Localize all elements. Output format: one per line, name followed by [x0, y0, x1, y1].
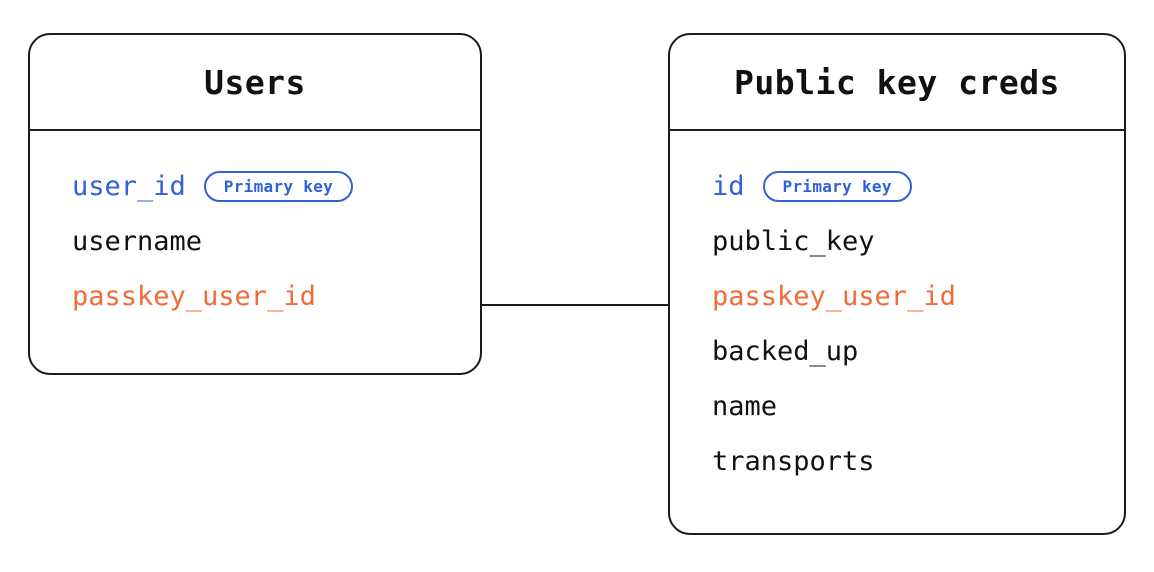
field-row-public-key[interactable]: public_key: [670, 214, 1124, 269]
primary-key-badge: Primary key: [762, 171, 912, 202]
field-name-username: username: [72, 226, 203, 257]
field-row-id[interactable]: id Primary key: [670, 159, 1124, 214]
relationship-line-users-to-public-key-creds: [481, 304, 670, 306]
field-row-passkey-user-id[interactable]: passkey_user_id: [30, 269, 480, 324]
entity-title-public-key-creds: Public key creds: [734, 62, 1060, 102]
entity-box-public-key-creds[interactable]: Public key creds id Primary key public_k…: [668, 33, 1126, 535]
field-row-name[interactable]: name: [670, 379, 1124, 434]
entity-header-public-key-creds: Public key creds: [670, 35, 1124, 131]
field-name-user-id: user_id: [72, 171, 186, 202]
field-name-name: name: [712, 391, 778, 422]
field-row-backed-up[interactable]: backed_up: [670, 324, 1124, 379]
field-name-backed-up: backed_up: [712, 336, 859, 367]
field-name-passkey-user-id: passkey_user_id: [712, 281, 956, 312]
field-name-passkey-user-id: passkey_user_id: [72, 281, 316, 312]
entity-fields-public-key-creds: id Primary key public_key passkey_user_i…: [670, 131, 1124, 533]
field-row-user-id[interactable]: user_id Primary key: [30, 159, 480, 214]
entity-title-users: Users: [204, 62, 306, 102]
primary-key-badge: Primary key: [203, 171, 354, 202]
entity-fields-users: user_id Primary key username passkey_use…: [30, 131, 480, 373]
field-name-public-key: public_key: [712, 226, 875, 257]
field-name-transports: transports: [712, 446, 875, 477]
entity-box-users[interactable]: Users user_id Primary key username passk…: [28, 33, 482, 375]
field-row-passkey-user-id[interactable]: passkey_user_id: [670, 269, 1124, 324]
entity-header-users: Users: [30, 35, 480, 131]
field-row-username[interactable]: username: [30, 214, 480, 269]
field-name-id: id: [712, 171, 745, 202]
field-row-transports[interactable]: transports: [670, 434, 1124, 489]
